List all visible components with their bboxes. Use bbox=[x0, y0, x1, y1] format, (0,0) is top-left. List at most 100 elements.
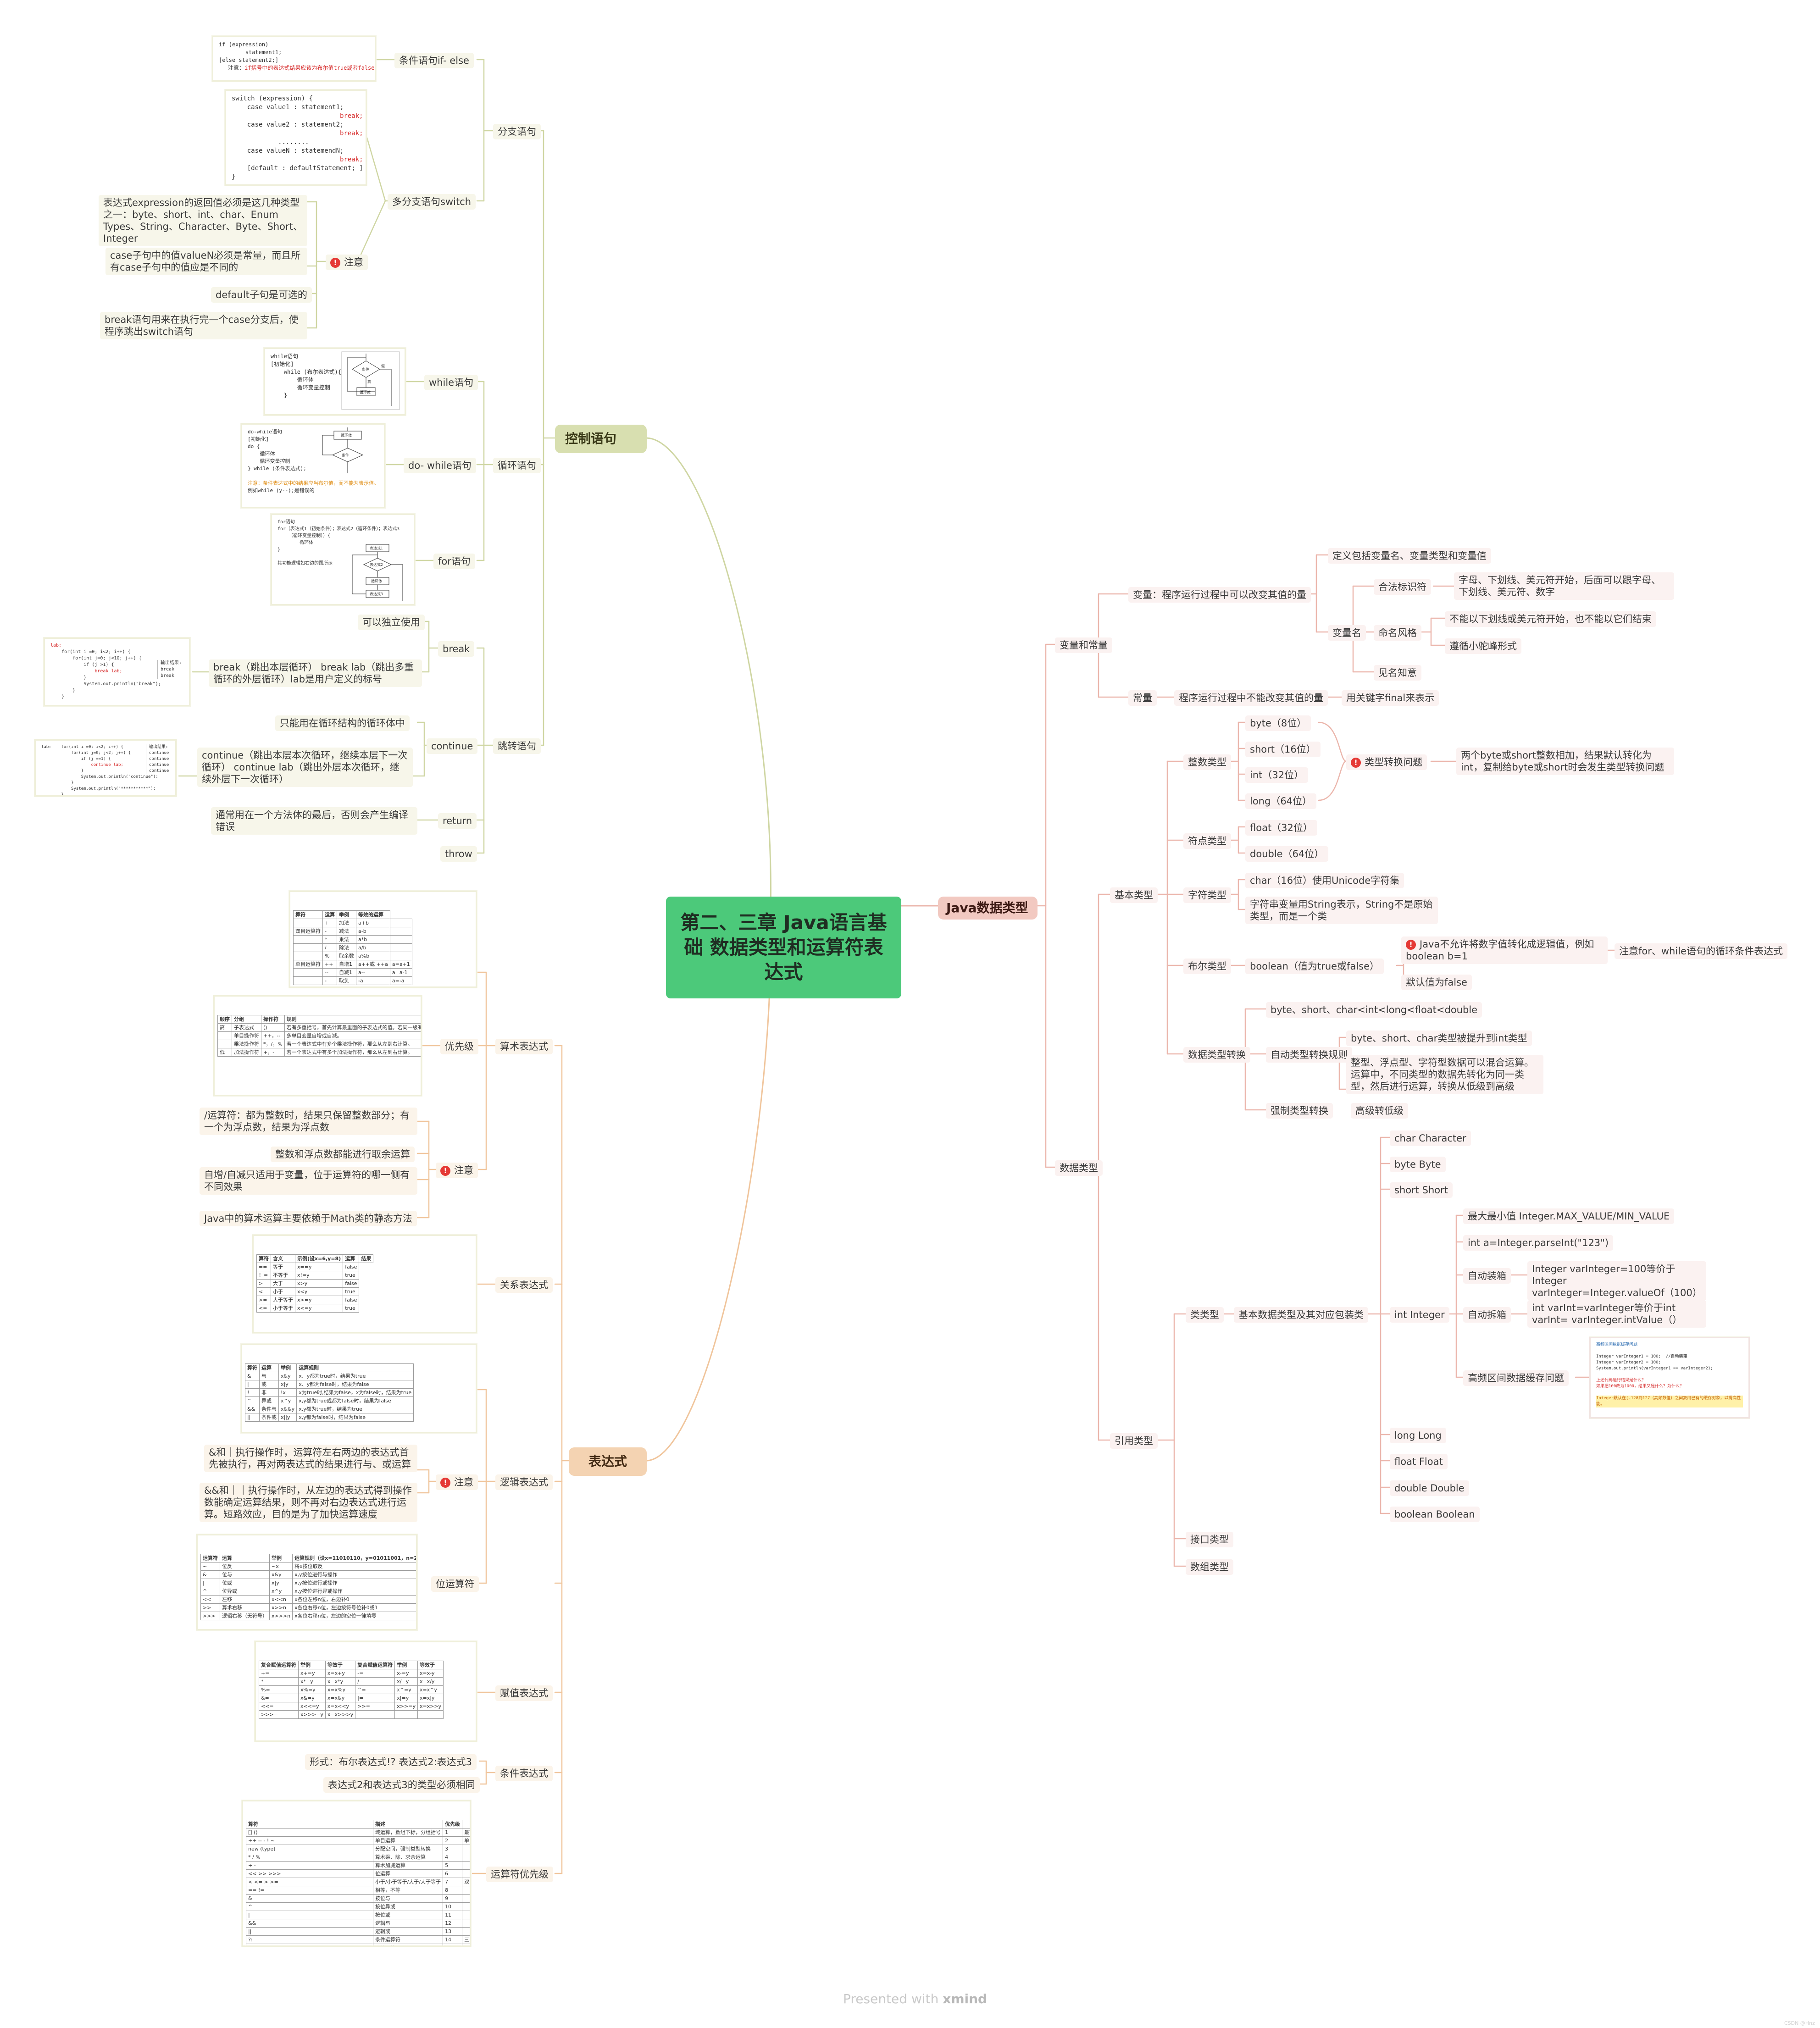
break-item-2[interactable]: break（跳出本层循环） break lab（跳出多重循环的外层循环）lab是… bbox=[209, 659, 422, 687]
topic-basic-type[interactable]: 基本类型 bbox=[1110, 887, 1158, 903]
bool-warning[interactable]: !Java不允许将数字值转化成逻辑值，例如boolean b=1 bbox=[1401, 936, 1608, 964]
naming-style-1[interactable]: 不能以下划线或美元符开始，也不能以它们结束 bbox=[1445, 611, 1656, 627]
topic-loop[interactable]: 循环语句 bbox=[493, 458, 541, 473]
switch-note-4[interactable]: break语句用来在执行完一个case分支后，使程序跳出switch语句 bbox=[100, 312, 307, 339]
topic-while[interactable]: while语句 bbox=[424, 375, 478, 390]
wrap-boolean[interactable]: boolean Boolean bbox=[1390, 1507, 1480, 1522]
topic-int-integer[interactable]: int Integer bbox=[1390, 1307, 1449, 1323]
topic-naming-style[interactable]: 命名风格 bbox=[1374, 625, 1421, 641]
switch-note-3[interactable]: default子句是可选的 bbox=[211, 287, 312, 303]
topic-return[interactable]: return bbox=[438, 813, 477, 829]
cond-item-1[interactable]: 形式：布尔表达式!? 表达式2:表达式3 bbox=[305, 1754, 477, 1770]
bool-default[interactable]: 默认值为false bbox=[1401, 975, 1472, 990]
auto-conv-1[interactable]: byte、short、char类型被提升到int类型 bbox=[1346, 1031, 1532, 1046]
constant-desc[interactable]: 程序运行过程中不能改变其值的量 bbox=[1174, 690, 1328, 706]
constant-keyword[interactable]: 用关键字final来表示 bbox=[1342, 690, 1439, 706]
topic-float-type[interactable]: 符点类型 bbox=[1183, 833, 1231, 849]
topic-relation[interactable]: 关系表达式 bbox=[495, 1277, 553, 1293]
topic-autounbox[interactable]: 自动拆箱 bbox=[1463, 1307, 1511, 1323]
topic-branch[interactable]: 分支语句 bbox=[493, 124, 541, 139]
topic-if-else[interactable]: 条件语句if- else bbox=[394, 53, 474, 68]
integer-parse[interactable]: int a=Integer.parseInt("123") bbox=[1463, 1235, 1614, 1251]
topic-ref-type[interactable]: 引用类型 bbox=[1110, 1433, 1158, 1449]
topic-jump[interactable]: 跳转语句 bbox=[493, 738, 541, 754]
topic-force-conv[interactable]: 强制类型转换 bbox=[1266, 1103, 1333, 1119]
topic-break[interactable]: break bbox=[438, 641, 475, 657]
topic-bool-type[interactable]: 布尔类型 bbox=[1183, 959, 1231, 974]
break-item-1[interactable]: 可以独立使用 bbox=[358, 615, 425, 630]
topic-wrappers[interactable]: 基本数据类型及其对应包装类 bbox=[1234, 1307, 1368, 1323]
topic-legal-id[interactable]: 合法标识符 bbox=[1374, 579, 1431, 595]
topic-type-conv[interactable]: 数据类型转换 bbox=[1183, 1047, 1250, 1063]
return-note[interactable]: 通常用在一个方法体的最后，否则会产生编译错误 bbox=[211, 807, 417, 835]
wrap-double[interactable]: double Double bbox=[1390, 1480, 1469, 1496]
topic-switch-notes[interactable]: !注意 bbox=[326, 255, 368, 270]
force-conv-text[interactable]: 高级转低级 bbox=[1351, 1103, 1408, 1119]
main-topic-control[interactable]: 控制语句 bbox=[555, 425, 647, 453]
arith-note-4[interactable]: Java中的算术运算主要依赖于Math类的静态方法 bbox=[200, 1211, 417, 1226]
topic-do-while[interactable]: do- while语句 bbox=[404, 458, 476, 473]
legal-id-text[interactable]: 字母、下划线、美元符开始，后面可以跟字母、下划线、美元符、数字 bbox=[1454, 572, 1674, 600]
auto-conv-2[interactable]: 整型、浮点型、字符型数据可以混合运算。运算中，不同类型的数据先转化为同一类型，然… bbox=[1346, 1055, 1543, 1094]
arith-note-1[interactable]: /运算符：都为整数时，结果只保留整数部分；有一个为浮点数，结果为浮点数 bbox=[200, 1108, 417, 1135]
char-item-1[interactable]: char（16位）使用Unicode字符集 bbox=[1245, 873, 1404, 888]
var-definition[interactable]: 定义包括变量名、变量类型和变量值 bbox=[1328, 548, 1491, 564]
arith-note-2[interactable]: 整数和浮点数都能进行取余运算 bbox=[271, 1147, 415, 1162]
topic-logic[interactable]: 逻辑表达式 bbox=[495, 1474, 553, 1490]
autounbox-text[interactable]: int varInt=varInteger等价于int varInt= varI… bbox=[1527, 1300, 1706, 1328]
wrap-byte[interactable]: byte Byte bbox=[1390, 1157, 1446, 1172]
wrap-short[interactable]: short Short bbox=[1390, 1182, 1453, 1198]
int-byte[interactable]: byte（8位） bbox=[1245, 715, 1311, 731]
logic-note-1[interactable]: &和｜执行操作时，运算符左右两边的表达式首先被执行，再对两表达式的结果进行与、或… bbox=[204, 1445, 417, 1472]
int-int[interactable]: int（32位） bbox=[1245, 767, 1309, 783]
topic-variable[interactable]: 变量：程序运行过程中可以改变其值的量 bbox=[1128, 587, 1311, 603]
topic-cond[interactable]: 条件表达式 bbox=[495, 1766, 553, 1781]
continue-item-1[interactable]: 只能用在循环结构的循环体中 bbox=[275, 715, 410, 731]
float-float[interactable]: float（32位） bbox=[1245, 820, 1317, 836]
topic-cache[interactable]: 高频区间数据缓存问题 bbox=[1463, 1370, 1569, 1386]
see-name[interactable]: 见名知意 bbox=[1374, 665, 1421, 681]
topic-var-const[interactable]: 变量和常量 bbox=[1055, 637, 1112, 653]
topic-switch[interactable]: 多分支语句switch bbox=[388, 194, 476, 210]
root-topic[interactable]: 第二、三章 Java语言基础 数据类型和运算符表达式 bbox=[666, 897, 901, 998]
topic-bit[interactable]: 位运算符 bbox=[431, 1576, 479, 1592]
topic-conv-issue[interactable]: !类型转换问题 bbox=[1346, 754, 1427, 770]
topic-array-type[interactable]: 数组类型 bbox=[1186, 1559, 1233, 1575]
topic-assign[interactable]: 赋值表达式 bbox=[495, 1685, 553, 1701]
topic-logic-notes[interactable]: !注意 bbox=[436, 1474, 478, 1490]
bool-note[interactable]: 注意for、while语句的循环条件表达式 bbox=[1615, 943, 1787, 959]
topic-int-type[interactable]: 整数类型 bbox=[1183, 754, 1231, 770]
topic-throw[interactable]: throw bbox=[440, 846, 477, 862]
topic-char-type[interactable]: 字符类型 bbox=[1183, 887, 1231, 903]
autobox-text[interactable]: Integer varInteger=100等价于Integer varInte… bbox=[1527, 1261, 1706, 1301]
float-double[interactable]: double（64位） bbox=[1245, 846, 1329, 862]
topic-auto-conv[interactable]: 自动类型转换规则 bbox=[1266, 1047, 1352, 1063]
switch-note-2[interactable]: case子句中的值valueN必须是常量，而且所有case子句中的值应是不同的 bbox=[105, 248, 307, 275]
topic-class-type[interactable]: 类类型 bbox=[1186, 1307, 1224, 1323]
integer-maxmin[interactable]: 最大最小值 Integer.MAX_VALUE/MIN_VALUE bbox=[1463, 1208, 1675, 1224]
cond-item-2[interactable]: 表达式2和表达式3的类型必须相同 bbox=[323, 1777, 480, 1793]
topic-for[interactable]: for语句 bbox=[433, 554, 475, 569]
conv-order[interactable]: byte、short、char<int<long<float<double bbox=[1266, 1002, 1482, 1018]
continue-item-2[interactable]: continue（跳出本层本次循环，继续本层下一次循环） continue la… bbox=[197, 748, 413, 787]
topic-autobox[interactable]: 自动装箱 bbox=[1463, 1268, 1511, 1284]
arith-note-3[interactable]: 自增/自减只适用于变量，位于运算符的哪一侧有不同效果 bbox=[200, 1167, 417, 1195]
topic-arith[interactable]: 算术表达式 bbox=[495, 1039, 553, 1054]
topic-prio[interactable]: 运算符优先级 bbox=[486, 1867, 553, 1882]
naming-style-2[interactable]: 遵循小驼峰形式 bbox=[1445, 638, 1521, 654]
wrap-float[interactable]: float Float bbox=[1390, 1454, 1448, 1469]
topic-priority[interactable]: 优先级 bbox=[440, 1039, 478, 1054]
int-long[interactable]: long（64位） bbox=[1245, 793, 1317, 809]
int-short[interactable]: short（16位） bbox=[1245, 742, 1321, 757]
wrap-long[interactable]: long Long bbox=[1390, 1428, 1446, 1443]
wrap-char[interactable]: char Character bbox=[1390, 1130, 1471, 1146]
topic-data-type[interactable]: 数据类型 bbox=[1055, 1160, 1103, 1176]
topic-interface-type[interactable]: 接口类型 bbox=[1186, 1532, 1233, 1547]
switch-note-1[interactable]: 表达式expression的返回值必须是这几种类型之一：byte、short、i… bbox=[99, 195, 307, 246]
logic-note-2[interactable]: &&和｜｜执行操作时，从左边的表达式得到操作数能确定运算结果，则不再对右边表达式… bbox=[200, 1483, 417, 1522]
topic-continue[interactable]: continue bbox=[427, 738, 478, 754]
main-topic-expression[interactable]: 表达式 bbox=[569, 1447, 647, 1476]
conv-issue-text[interactable]: 两个byte或short整数相加，结果默认转化为int，复制给byte或shor… bbox=[1456, 748, 1674, 775]
bool-text[interactable]: boolean（值为true或false） bbox=[1245, 959, 1384, 974]
main-topic-java-types[interactable]: Java数据类型 bbox=[938, 897, 1038, 920]
